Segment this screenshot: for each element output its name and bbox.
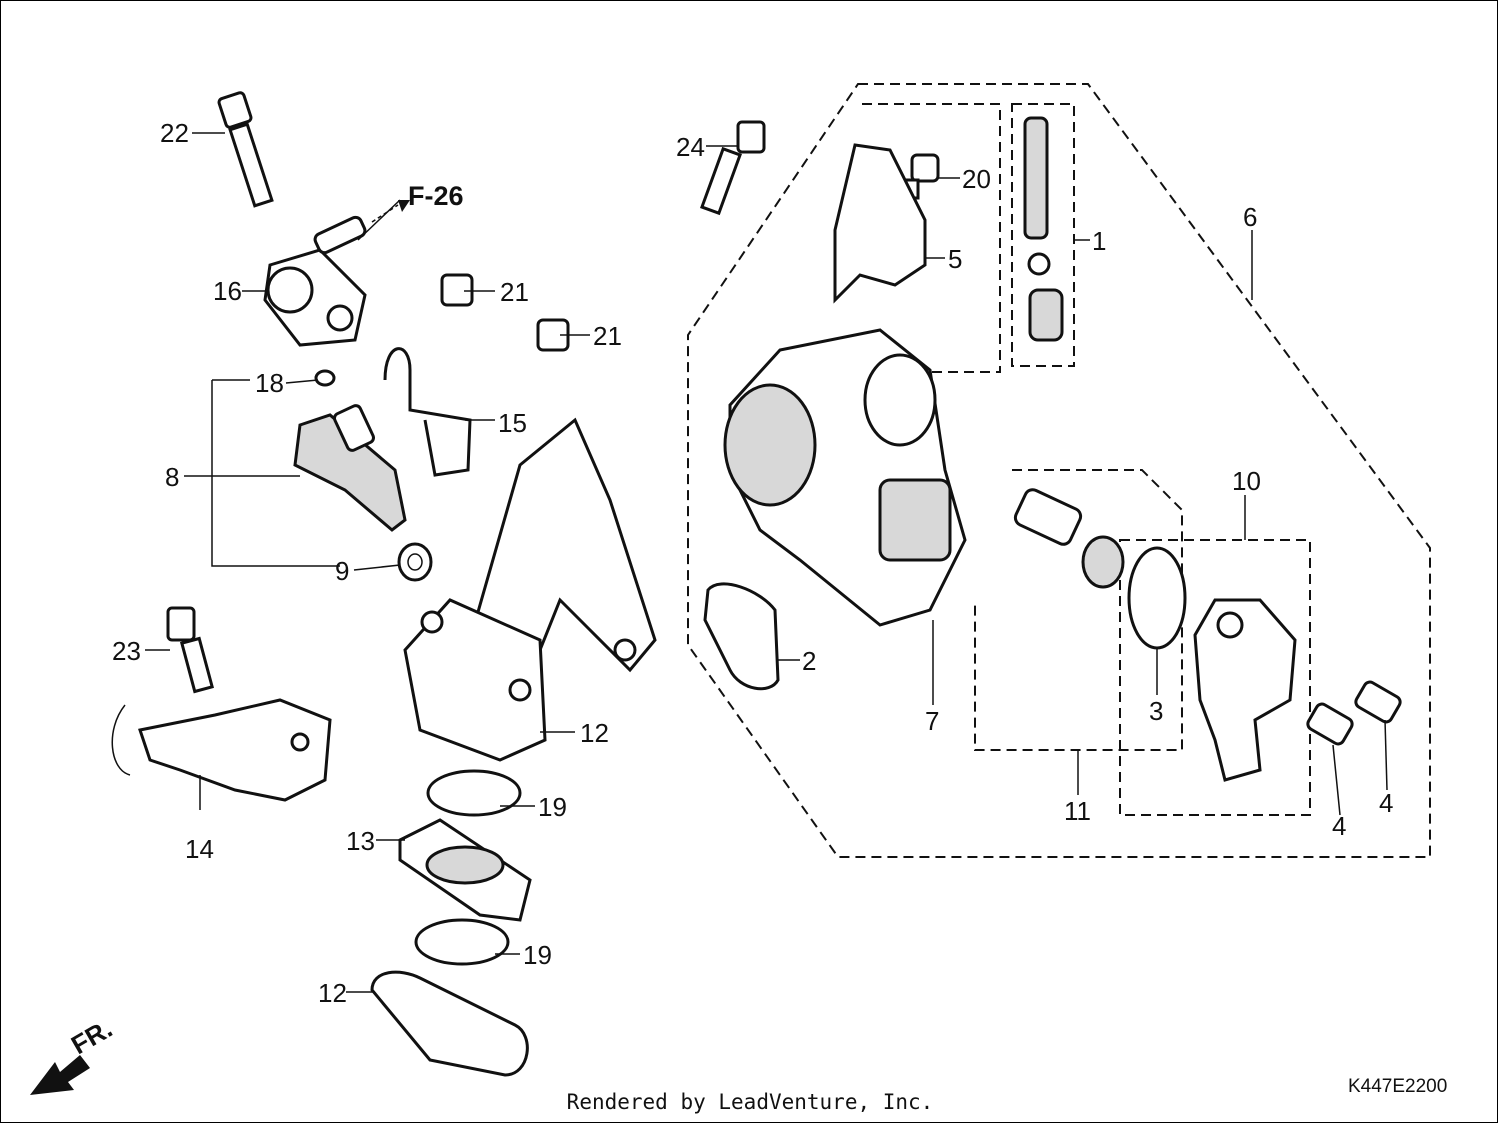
callout-21a: 21 — [500, 277, 529, 307]
callouts: 22 16 18 8 9 21 21 15 12 23 14 19 13 19 … — [112, 118, 1393, 1008]
screw-set-1[interactable] — [1023, 116, 1064, 342]
callout-6: 6 — [1243, 202, 1257, 232]
assembly-outline-11 — [974, 469, 1183, 751]
o-ring-3[interactable] — [1127, 546, 1187, 650]
assembly-outline-10 — [1119, 539, 1311, 816]
callout-11: 11 — [1064, 796, 1091, 826]
o-ring-19-upper[interactable] — [426, 769, 522, 817]
front-direction-arrow: FR. — [30, 1013, 117, 1095]
callout-3: 3 — [1149, 696, 1163, 726]
callout-19a: 19 — [538, 792, 567, 822]
actuator-10[interactable] — [1193, 598, 1297, 782]
clamp-15[interactable] — [383, 347, 472, 477]
bolt-23[interactable] — [217, 91, 274, 208]
render-credit: Rendered by LeadVenture, Inc. — [566, 1090, 934, 1114]
assembly-outline-6 — [687, 83, 1431, 858]
bolt-22[interactable] — [166, 606, 215, 694]
callout-21b: 21 — [593, 321, 622, 351]
screw-4-left[interactable] — [1306, 702, 1355, 746]
seal-9[interactable] — [397, 542, 433, 582]
valve-parts-11[interactable] — [1013, 487, 1125, 589]
callout-10: 10 — [1232, 466, 1261, 496]
injector-8[interactable] — [293, 404, 407, 532]
callout-16: 14 — [185, 834, 214, 864]
subgroup-bracket-8 — [211, 379, 340, 567]
callout-4b: 4 — [1379, 788, 1393, 818]
assembly-outline-1 — [1011, 103, 1075, 367]
o-ring-18[interactable] — [314, 369, 336, 387]
nut-21-upper[interactable] — [440, 273, 474, 307]
callout-17: 16 — [213, 276, 242, 306]
callout-9: 9 — [335, 556, 349, 586]
insulator-12[interactable] — [403, 417, 657, 762]
callout-23: 22 — [160, 118, 189, 148]
callout-20: 20 — [962, 164, 991, 194]
callout-24: 24 — [676, 132, 705, 162]
callout-1: 1 — [1092, 226, 1106, 256]
leader-lines — [145, 132, 1388, 993]
figure-code: K447E2200 — [1348, 1076, 1447, 1097]
bracket-16[interactable] — [111, 698, 332, 802]
callout-8: 8 — [165, 462, 179, 492]
direction-label: FR. — [66, 1013, 117, 1060]
callout-4a: 4 — [1332, 811, 1346, 841]
callout-19b: 19 — [523, 940, 552, 970]
gasket-2[interactable] — [703, 582, 780, 691]
callout-13: 12 — [318, 978, 347, 1008]
callout-18: 18 — [255, 368, 284, 398]
gasket-14[interactable] — [398, 818, 532, 922]
assembly-outline-5 — [862, 103, 1001, 373]
throttle-body-7[interactable] — [723, 328, 967, 627]
screw-4-right[interactable] — [1354, 680, 1403, 724]
reference-f26: F-26 — [371, 181, 464, 223]
callout-15: 15 — [498, 408, 527, 438]
sensor-5[interactable] — [833, 143, 927, 304]
callout-12: 12 — [580, 718, 609, 748]
gasket-13[interactable] — [370, 970, 529, 1077]
o-ring-19-lower[interactable] — [414, 918, 510, 966]
callout-22: 23 — [112, 636, 141, 666]
bolt-24[interactable] — [700, 120, 766, 216]
callout-7: 7 — [925, 706, 939, 736]
callout-14: 13 — [346, 826, 375, 856]
fuel-joint-17[interactable] — [263, 215, 367, 347]
reference-label: F-26 — [408, 181, 464, 211]
callout-2: 2 — [802, 646, 816, 676]
callout-5: 5 — [948, 244, 962, 274]
